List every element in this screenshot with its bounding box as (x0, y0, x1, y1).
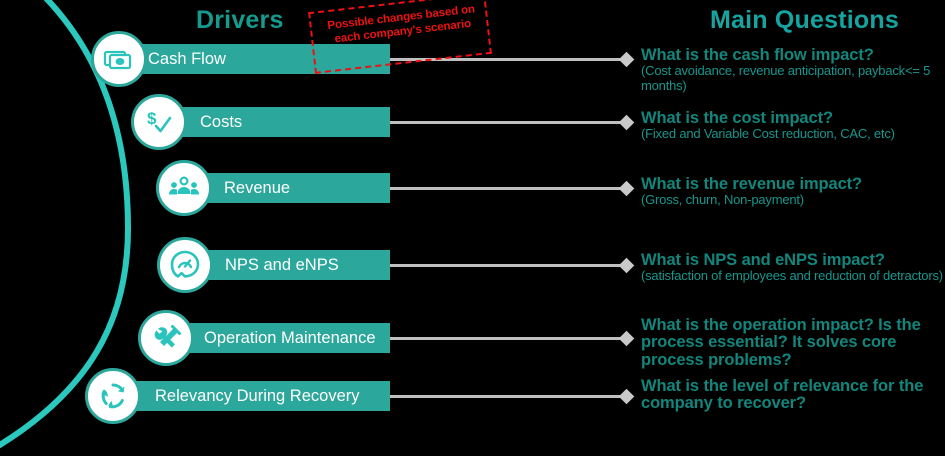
main-questions-column-title: Main Questions (710, 6, 899, 34)
question-main-text: What is the cost impact? (641, 109, 833, 127)
question-operation-maintenance: What is the operation impact? Is the pro… (641, 316, 945, 369)
connector-diamond (618, 388, 635, 404)
question-main-text: What is the level of relevance for the c… (641, 377, 924, 413)
connector-diamond (618, 257, 635, 273)
driver-bar-nps[interactable]: NPS and eNPS (208, 250, 390, 280)
drivers-column-title: Drivers (196, 6, 284, 34)
question-main-text: What is the operation impact? Is the pro… (641, 316, 921, 369)
connector-line (390, 395, 626, 398)
driver-node-nps[interactable] (157, 237, 213, 293)
question-nps: What is NPS and eNPS impact? (satisfacti… (641, 251, 945, 284)
dollar-check-icon: $ (144, 107, 174, 137)
connector-diamond (618, 330, 635, 346)
question-sub-text: (satisfaction of employees and reduction… (641, 268, 943, 284)
question-main-text: What is the cash flow impact? (641, 46, 874, 64)
tools-hammer-wrench-icon (150, 322, 182, 354)
driver-bar-cash-flow[interactable]: Cash Flow (130, 44, 390, 74)
gauge-speech-bubble-icon (169, 249, 201, 281)
connector-line (390, 264, 626, 267)
driver-label: Relevancy During Recovery (155, 386, 360, 405)
question-sub-text: (Gross, churn, Non-payment) (641, 192, 804, 208)
question-main-text: What is the revenue impact? (641, 175, 863, 193)
driver-node-cash-flow[interactable] (91, 31, 147, 87)
connector-diamond (618, 51, 635, 67)
connector-diamond (618, 180, 635, 196)
driver-node-operation-maintenance[interactable] (138, 310, 194, 366)
cash-money-icon (103, 43, 135, 75)
driver-label: Operation Maintenance (204, 328, 376, 347)
driver-label: Revenue (224, 178, 291, 197)
people-group-icon (168, 174, 200, 202)
question-cash-flow: What is the cash flow impact? (Cost avoi… (641, 46, 945, 93)
question-sub-text: (Fixed and Variable Cost reduction, CAC,… (641, 126, 895, 142)
question-sub-text: (Cost avoidance, revenue anticipation, p… (641, 63, 931, 93)
question-relevancy-during-recovery: What is the level of relevance for the c… (641, 377, 945, 413)
driver-bar-revenue[interactable]: Revenue (180, 173, 390, 203)
driver-bar-operation-maintenance[interactable]: Operation Maintenance (190, 323, 390, 353)
driver-node-costs[interactable]: $ (131, 94, 187, 150)
connector-line (390, 58, 626, 61)
svg-text:$: $ (147, 109, 157, 128)
annotation-text: Possible changes based on each company's… (326, 3, 476, 46)
connector-line (390, 337, 626, 340)
connector-diamond (618, 114, 635, 130)
driver-label: Cash Flow (148, 49, 226, 68)
driver-bar-costs[interactable]: Costs (155, 107, 390, 137)
recycle-arrows-icon (97, 380, 129, 412)
connector-line (390, 187, 626, 190)
driver-label: Costs (200, 112, 243, 131)
driver-node-revenue[interactable] (156, 160, 212, 216)
question-main-text: What is NPS and eNPS impact? (641, 251, 885, 269)
driver-label: NPS and eNPS (225, 255, 339, 274)
question-costs: What is the cost impact? (Fixed and Vari… (641, 109, 945, 142)
question-revenue: What is the revenue impact? (Gross, chur… (641, 175, 945, 208)
driver-bar-relevancy-during-recovery[interactable]: Relevancy During Recovery (136, 381, 390, 411)
annotation-callout-box: Possible changes based on each company's… (308, 0, 492, 74)
driver-node-relevancy-during-recovery[interactable] (85, 368, 141, 424)
connector-line (390, 121, 626, 124)
